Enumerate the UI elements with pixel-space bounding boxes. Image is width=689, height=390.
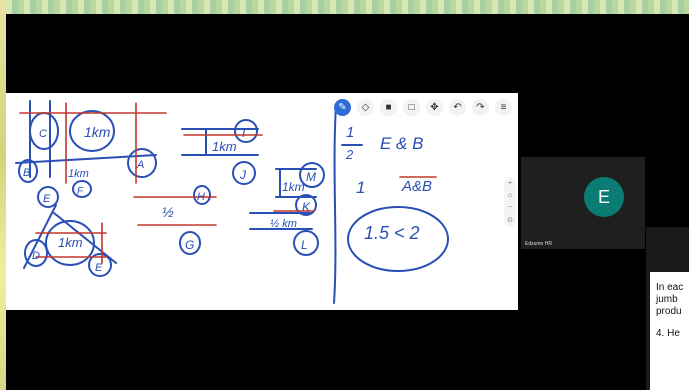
label-1km-a: 1km <box>84 124 111 140</box>
avatar: E <box>584 177 624 217</box>
ink-divider <box>333 104 337 304</box>
ink-stroke <box>53 212 117 264</box>
label-point-a: A <box>136 159 144 171</box>
label-point-e2: E <box>95 262 103 274</box>
label-frac-bottom: 2 <box>345 147 354 162</box>
window-frame-left <box>0 0 6 390</box>
label-point-l: L <box>301 238 308 252</box>
ink-circle <box>234 119 258 143</box>
menu-icon[interactable]: ≡ <box>495 99 512 116</box>
label-a-and-b: A&B <box>401 178 432 195</box>
zoom-reset-icon[interactable]: ⊙ <box>507 217 513 225</box>
ink-circle <box>24 239 48 267</box>
label-point-b: B <box>23 167 30 179</box>
label-point-m: M <box>306 170 316 184</box>
label-point-c: C <box>39 128 47 140</box>
window-frame-top <box>0 0 689 14</box>
document-line: jumb <box>656 294 678 305</box>
ink-circle <box>127 148 157 178</box>
fill-icon[interactable]: ■ <box>380 99 397 116</box>
shape-icon[interactable]: □ <box>403 99 420 116</box>
whiteboard-drawing[interactable]: 1km 1km 1km 1km 1km ½ km ½ 1 2 E & B 1 A… <box>6 93 518 310</box>
undo-icon[interactable]: ↶ <box>449 99 466 116</box>
label-frac-top: 1 <box>346 124 354 141</box>
pen-icon[interactable]: ✎ <box>334 99 351 116</box>
whiteboard-toolbar: ✎ ◇ ■ □ ✥ ↶ ↷ ≡ <box>334 99 512 116</box>
document-line: 4. He <box>656 328 680 339</box>
ink-circle <box>179 231 201 255</box>
label-e-and-b: E & B <box>380 134 423 153</box>
move-icon[interactable]: ✥ <box>426 99 443 116</box>
label-one: 1 <box>356 178 365 197</box>
label-point-j: J <box>239 168 247 182</box>
ink-circle <box>18 159 38 183</box>
label-1km-c: 1km <box>58 235 83 250</box>
redo-icon[interactable]: ↷ <box>472 99 489 116</box>
zoom-controls: + ⌂ − ⊙ <box>504 177 516 227</box>
participant-tile[interactable]: E Edzumo HR <box>521 157 645 249</box>
ink-stroke <box>23 204 57 269</box>
ink-circle <box>295 194 317 216</box>
label-point-d: D <box>32 250 40 262</box>
label-point-k: K <box>302 200 311 214</box>
ink-circle <box>72 180 92 198</box>
zoom-in-icon[interactable]: + <box>507 179 513 187</box>
document-line: In eac <box>656 282 684 293</box>
participant-name: Edzumo HR <box>525 241 552 247</box>
label-half-km: ½ km <box>270 218 297 230</box>
document-line: produ <box>656 306 682 317</box>
ink-circle <box>232 161 256 185</box>
ink-circle <box>299 162 325 188</box>
label-1km-b: 1km <box>68 168 89 180</box>
label-point-e: E <box>43 193 51 205</box>
label-1km-d: 1km <box>212 139 237 154</box>
label-point-h: H <box>197 191 205 203</box>
whiteboard-canvas[interactable]: 1km 1km 1km 1km 1km ½ km ½ 1 2 E & B 1 A… <box>6 93 518 310</box>
home-icon[interactable]: ⌂ <box>507 191 513 199</box>
ink-circle <box>347 206 449 272</box>
label-half: ½ <box>162 204 174 220</box>
label-point-f: F <box>77 186 84 197</box>
label-ratio: 1.5 < 2 <box>364 223 420 243</box>
ink-circle <box>293 230 319 256</box>
ink-circle <box>193 185 211 205</box>
zoom-out-icon[interactable]: − <box>507 204 513 212</box>
ink-circle <box>69 110 115 152</box>
ink-stroke <box>15 154 157 164</box>
label-point-g: G <box>185 238 194 252</box>
shared-document-page: In eac jumb produ 4. He <box>650 272 689 390</box>
label-1km-e: 1km <box>282 180 305 194</box>
ink-circle <box>37 186 59 208</box>
ink-circle <box>88 253 112 277</box>
eraser-icon[interactable]: ◇ <box>357 99 374 116</box>
ink-circle <box>45 220 95 266</box>
label-point-i: I <box>242 126 246 140</box>
